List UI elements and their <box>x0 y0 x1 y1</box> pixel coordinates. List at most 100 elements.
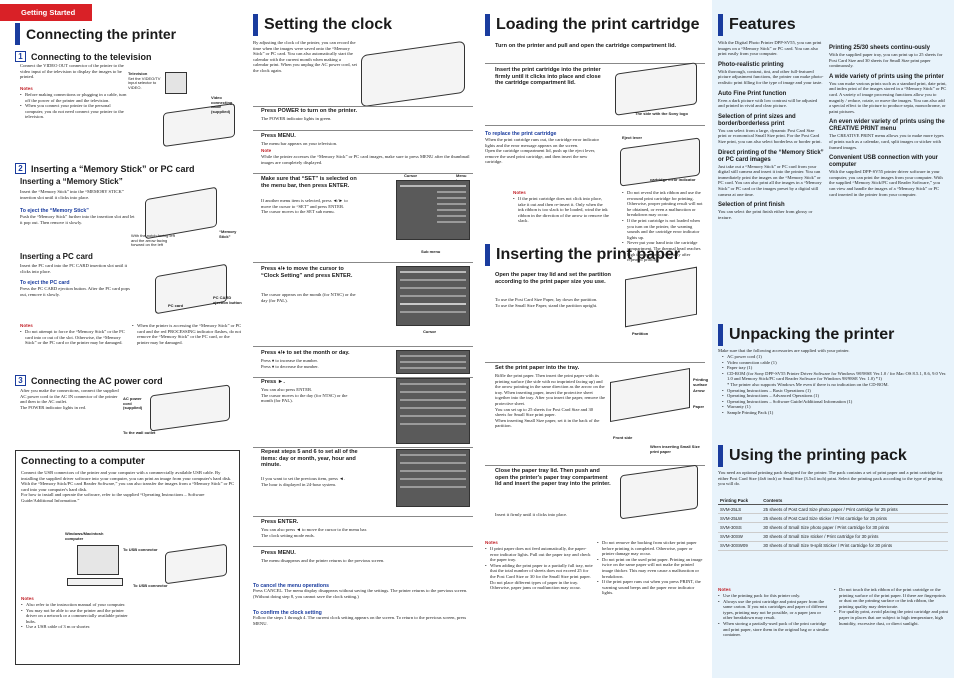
note-item: Always use the print cartridge and print… <box>718 599 830 621</box>
title-bar <box>485 244 490 266</box>
paper-step-2-title: Set the print paper into the tray. <box>495 365 580 371</box>
unpack-title: Unpacking the printer <box>718 324 894 346</box>
features-title-text: Features <box>729 16 796 33</box>
clock-title-text: Setting the clock <box>264 16 393 33</box>
note-item: Also refer to the instruction manual of … <box>21 602 131 608</box>
step-3-title: Make sure that “SET” is selected on the … <box>261 176 357 189</box>
cursor-label-2: Cursor <box>423 329 437 334</box>
paper-step-1-title: Open the paper tray lid and set the part… <box>495 272 611 285</box>
step-9-title: Press MENU. <box>261 550 296 556</box>
divider <box>485 63 705 64</box>
divider <box>485 465 705 466</box>
unpack-item: Warranty (1) <box>722 404 948 410</box>
tray-insert-illustration <box>620 464 698 520</box>
printer-clock-illustration <box>361 40 465 108</box>
tv-notes-label: Notes <box>20 86 33 91</box>
step-8-body: You can also press ◄ to move the cursor … <box>261 527 368 538</box>
step-2-note-label: Note <box>261 148 272 153</box>
step-2-title: Press MENU. <box>261 133 296 139</box>
divider <box>253 262 473 263</box>
computer-illustration <box>77 545 119 575</box>
paper-title: Inserting the print paper <box>485 244 680 266</box>
note-item: When adding the print paper to a partial… <box>485 563 593 591</box>
feature-body: With the supplied DPP-SV55 printer drive… <box>829 169 943 197</box>
paper-step-2-body: Riffle the print paper. Then insert the … <box>495 373 605 429</box>
unpack-intro: Make sure that the following accessories… <box>718 348 850 353</box>
unpack-item: Sample Printing Pack (1) <box>722 410 948 416</box>
unpack-list: AC power cord (1)Video connection cable … <box>722 354 948 416</box>
divider <box>253 130 473 131</box>
tv-notes: Before making connections or plugging in… <box>20 92 128 120</box>
feature-body: You can select the print finish either f… <box>718 209 813 220</box>
step-5-body: Press ♦ to increase the number. Press ♦ … <box>261 358 319 369</box>
ms-body: Insert the “Memory Stick” into the “MEMO… <box>20 189 124 200</box>
feature-title: Photo-realistic printing <box>718 61 784 68</box>
feature-title: Printing 25/30 sheets continu-ously <box>829 45 931 51</box>
cartridge-step-2: Insert the print cartridge into the prin… <box>495 67 601 87</box>
tv-screen-month <box>396 350 470 374</box>
ac-illustration <box>150 384 230 432</box>
pack-title-text: Using the printing pack <box>729 447 907 464</box>
replace-body: When the print cartridge runs out, the c… <box>485 137 600 165</box>
cartridge-notes-left: If the print cartridge does not click in… <box>513 196 609 224</box>
note-item: When the printer is accessing the “Memor… <box>132 323 242 345</box>
step-7-title: Repeat steps 5 and 6 to set all of the i… <box>261 449 358 469</box>
usb-label-2: To USB connector <box>133 583 168 588</box>
table-cell: 30 sheets of Small Size 9-split Sticker … <box>761 541 948 551</box>
divider <box>253 346 473 347</box>
paper-step-3-body: Insert it firmly until it clicks into pl… <box>495 512 568 517</box>
replace-heading: To replace the print cartridge <box>485 131 557 137</box>
note-item: If the print cartridge is not loaded whe… <box>622 218 704 240</box>
note-item: For quality print, avoid placing the pri… <box>834 609 948 626</box>
table-cell: SVM-25LS <box>718 504 762 515</box>
unpack-item: AC power cord (1) <box>722 354 948 360</box>
ms-subheading: Inserting a “Memory Stick” <box>20 177 123 186</box>
divider <box>253 546 473 547</box>
indicator-label: cartridge error indicator <box>650 177 696 182</box>
title-bar <box>253 14 258 36</box>
step-3-body: If another menu item is selected, press … <box>261 198 348 215</box>
note-item: If the print paper runs out when you pre… <box>597 579 705 596</box>
tv-illustration <box>165 72 187 94</box>
table-cell: SVM-30SW09 <box>718 541 762 551</box>
pack-table-header-cell: Printing Pack <box>718 497 762 505</box>
paper-step-1-body: To use the Post Card Size Paper, lay dow… <box>495 297 598 308</box>
step-6-body: You can also press ENTER. The cursor mov… <box>261 387 348 404</box>
surface-label: Printing surface <box>693 377 709 387</box>
usb-label-1: To USB connector <box>123 547 158 552</box>
keyboard-illustration <box>67 578 123 586</box>
note-item: If print paper does not feed automatical… <box>485 546 593 563</box>
tv-screen-day <box>396 378 470 444</box>
paper-illustration <box>610 367 690 423</box>
unpack-item: Operating Instructions – Software Guide/… <box>722 399 948 405</box>
confirm-heading: To confirm the clock setting <box>253 610 322 616</box>
arrow-label: Arrow <box>693 388 705 393</box>
ms-title: Inserting a “Memory Stick” or PC card <box>31 163 195 174</box>
clock-title: Setting the clock <box>253 14 392 36</box>
cancel-body: Press CANCEL. The menu display disappear… <box>253 588 468 599</box>
pack-notes-right: Do not touch the ink ribbon of the print… <box>834 587 948 626</box>
tv-screen-menu <box>396 180 470 240</box>
divider <box>253 173 473 174</box>
paper-label: Paper <box>693 404 705 409</box>
note-item: Do not touch the ink ribbon of the print… <box>834 587 948 609</box>
note-item: Do not attempt to force the “Memory Stic… <box>20 329 130 346</box>
computer-notes-label: Notes <box>21 596 34 601</box>
step-4-title: Press ♦/♦ to move the cursor to “Clock S… <box>261 266 353 279</box>
section-tab: Getting Started <box>0 4 92 21</box>
submenu-label: Sub menu <box>421 249 441 254</box>
confirm-body: Follow the steps 1 through 4. The curren… <box>253 615 467 626</box>
divider <box>253 516 473 517</box>
title-bar <box>485 14 490 36</box>
cancel-heading: To cancel the menu operations <box>253 583 330 589</box>
pc-card-label: PC card <box>168 303 184 308</box>
tv-body: Connect the VIDEO OUT connector of the p… <box>20 63 124 80</box>
eject-ms-heading: To eject the “Memory Stick” <box>20 208 89 214</box>
note-item: When storing a partially-used pack of th… <box>718 621 830 638</box>
ms-caption: With the notch facing left and the arrow… <box>131 233 175 248</box>
